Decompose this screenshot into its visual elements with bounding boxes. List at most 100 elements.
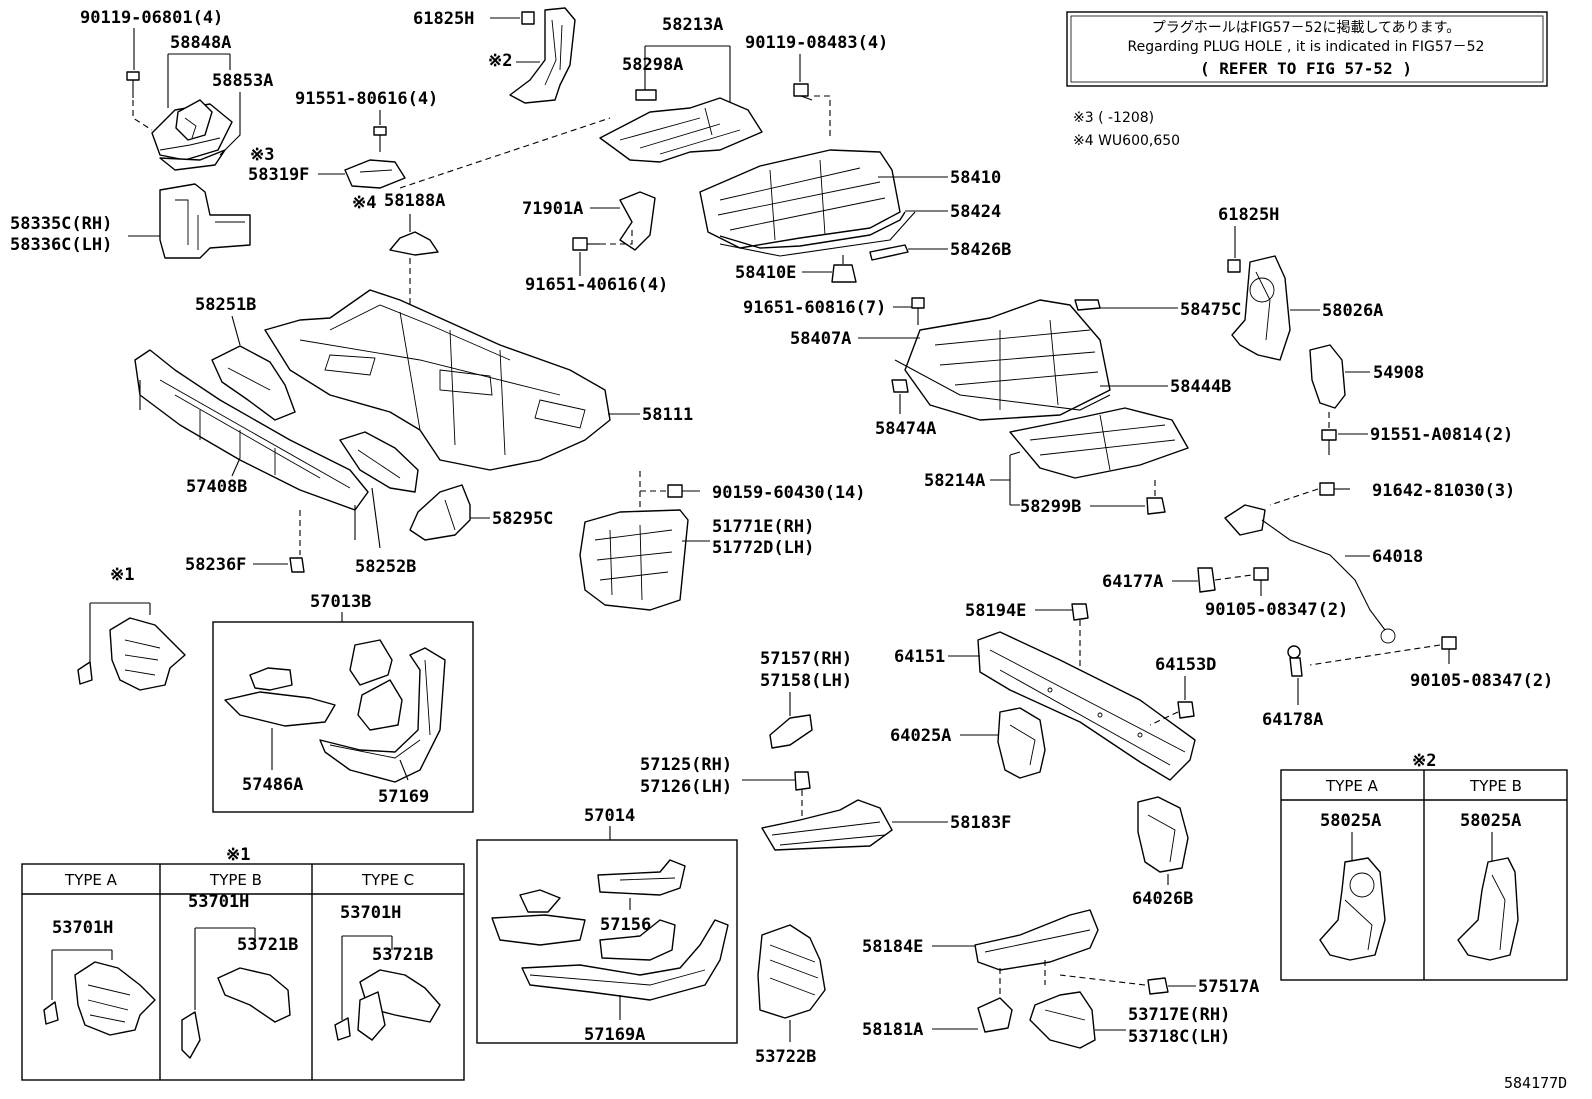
label-64177A: 64177A	[1102, 572, 1163, 592]
part-58251B-crossmember	[211, 345, 296, 421]
part-58426B-strip	[869, 244, 909, 261]
label-58407A: 58407A	[790, 329, 851, 349]
label-57517A: 57517A	[1198, 977, 1259, 997]
part-58410-tray	[699, 149, 906, 249]
notice-box: プラグホールはFIG57－52に掲載してあります。 Regarding PLUG…	[1066, 11, 1548, 87]
type2-header-a: TYPE A	[1325, 777, 1379, 795]
label-64178A: 64178A	[1262, 710, 1323, 730]
part-58298A-clip	[635, 89, 657, 101]
part-58252B-bracket	[339, 431, 419, 493]
type-table-2: TYPE A TYPE B	[1280, 769, 1568, 981]
label-71901A: 71901A	[522, 199, 583, 219]
label-91651-60816: 91651-60816(7)	[743, 298, 886, 318]
part-58236F-clip	[289, 557, 305, 573]
label-61825H-top: 61825H	[413, 9, 474, 29]
label-58426B: 58426B	[950, 240, 1011, 260]
bolt-91651-60816	[911, 297, 925, 325]
part-64153D-clip	[1177, 701, 1195, 719]
part-53722B-bracket	[757, 924, 826, 1019]
part-54908-bracket	[1309, 344, 1346, 409]
bolt-91551-80616	[373, 126, 387, 152]
label-58181A: 58181A	[862, 1020, 923, 1040]
footnote-3: ※3 ( -1208)	[1073, 110, 1154, 126]
label-58444B: 58444B	[1170, 377, 1231, 397]
mark-1-b: ※1	[226, 845, 250, 865]
label-53721B-b: 53721B	[237, 935, 298, 955]
part-58111-floor	[264, 289, 611, 471]
label-58295C: 58295C	[492, 509, 553, 529]
label-64018: 64018	[1372, 547, 1423, 567]
part-53701H-bracket-left	[77, 617, 186, 691]
label-58410: 58410	[950, 168, 1001, 188]
mark-2-b: ※2	[1412, 751, 1436, 771]
type2-header-b: TYPE B	[1469, 777, 1522, 795]
part-58025A-type-b	[1457, 857, 1519, 961]
part-58475C-strip	[1074, 299, 1101, 311]
part-64178A-clip	[1287, 645, 1303, 677]
mark-2-a: ※2	[488, 51, 512, 71]
part-58025A-bracket-top	[509, 7, 576, 104]
part-64151-crossmember	[977, 631, 1196, 781]
label-57126: 57126(LH)	[640, 777, 732, 797]
part-57157-bracket	[769, 714, 813, 749]
label-90159-60430: 90159-60430(14)	[712, 483, 866, 503]
part-61825H-clip	[521, 11, 535, 25]
mark-3-b: ※3	[250, 145, 274, 165]
label-53701H-c: 53701H	[340, 903, 401, 923]
bolt-90105-08347-b	[1441, 636, 1457, 664]
label-58410E: 58410E	[735, 263, 796, 283]
part-64026B-bracket	[1137, 796, 1189, 873]
footnote-4: ※4 WU600,650	[1073, 133, 1180, 149]
label-58213A: 58213A	[662, 15, 723, 35]
label-57169: 57169	[378, 787, 429, 807]
part-58299B-clip	[1146, 497, 1166, 515]
part-58474A-clip	[891, 379, 909, 393]
label-64153D: 64153D	[1155, 655, 1216, 675]
bolt-91651-40616	[572, 237, 600, 251]
label-53701H-a: 53701H	[52, 918, 113, 938]
label-53718C: 53718C(LH)	[1128, 1027, 1230, 1047]
label-64026B: 64026B	[1132, 889, 1193, 909]
part-61825H-clip-right	[1227, 259, 1241, 273]
label-58188A: 58188A	[384, 191, 445, 211]
part-58194E-clip	[1071, 603, 1089, 621]
label-58336C: 58336C(LH)	[10, 235, 112, 255]
label-58319F: 58319F	[248, 165, 309, 185]
label-58251B: 58251B	[195, 295, 256, 315]
label-53701H-b: 53701H	[188, 892, 249, 912]
part-57125-clip	[794, 771, 811, 791]
part-64018-cable	[1224, 504, 1396, 644]
label-58298A: 58298A	[622, 55, 683, 75]
label-51772D: 51772D(LH)	[712, 538, 814, 558]
part-58213A-panel	[599, 97, 763, 163]
part-51771E-panel	[579, 509, 689, 611]
label-57169A: 57169A	[584, 1025, 645, 1045]
part-58025A-type-a	[1319, 857, 1386, 961]
label-91551-A0814: 91551-A0814(2)	[1370, 425, 1513, 445]
label-58111: 58111	[642, 405, 693, 425]
part-53721B-type-b	[181, 967, 291, 1059]
label-58183F: 58183F	[950, 813, 1011, 833]
label-57408B: 57408B	[186, 477, 247, 497]
type1-header-c: TYPE C	[361, 871, 414, 889]
part-57013B-components	[224, 639, 446, 783]
label-58236F: 58236F	[185, 555, 246, 575]
bolt-90119-06801	[126, 71, 153, 131]
part-71901A-bracket	[619, 191, 656, 251]
label-90105-08347-a: 90105-08347(2)	[1205, 600, 1348, 620]
label-61825H-right: 61825H	[1218, 205, 1279, 225]
notice-line-3: ( REFER TO FIG 57-52 )	[1200, 59, 1412, 78]
group-box-57014	[476, 839, 738, 1044]
label-53722B: 53722B	[755, 1047, 816, 1067]
label-90119-08483: 90119-08483(4)	[745, 33, 888, 53]
bolt-91551-A0814	[1321, 429, 1337, 455]
label-54908: 54908	[1373, 363, 1424, 383]
label-57013B: 57013B	[310, 592, 371, 612]
label-57158: 57158(LH)	[760, 671, 852, 691]
label-53717E: 53717E(RH)	[1128, 1005, 1230, 1025]
part-58188A-bracket	[389, 231, 439, 256]
part-58295C-bracket	[409, 484, 471, 541]
part-57408B-crossmember	[134, 349, 369, 540]
bolt-90119-08483	[793, 83, 813, 101]
label-64025A: 64025A	[890, 726, 951, 746]
